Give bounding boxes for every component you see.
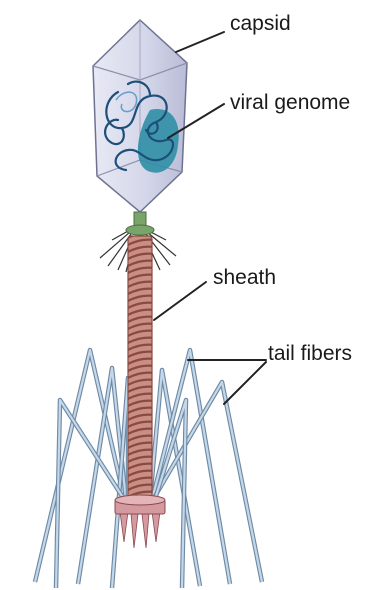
sheath-leader — [154, 282, 206, 320]
collar — [126, 212, 154, 235]
base-plate — [115, 495, 165, 548]
capsid-label: capsid — [230, 13, 291, 34]
sheath — [126, 226, 154, 512]
tail-fibers-label: tail fibers — [268, 343, 352, 364]
viral-genome-label: viral genome — [230, 92, 350, 113]
tail-fibers-leader-2 — [224, 362, 266, 404]
capsid-leader — [176, 32, 224, 52]
sheath-label: sheath — [213, 267, 276, 288]
